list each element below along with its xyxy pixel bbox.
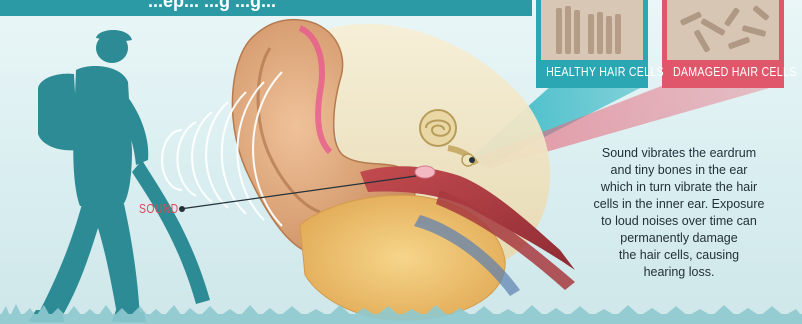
description-line: which in turn vibrate the hair: [560, 179, 798, 196]
description-line: the hair cells, causing: [560, 247, 798, 264]
description: Sound vibrates the eardrum and tiny bone…: [560, 145, 798, 281]
healthy-hair-cells-caption: HEALTHY HAIR CELLS: [546, 64, 638, 79]
description-line: cells in the inner ear. Exposure: [560, 196, 798, 213]
cochlea-pointer-dot: [469, 157, 475, 163]
description-line: and tiny bones in the ear: [560, 162, 798, 179]
description-line: hearing loss.: [560, 264, 798, 281]
sound-label: SOUND: [139, 201, 179, 216]
description-line: permanently damage: [560, 230, 798, 247]
eardrum: [415, 166, 435, 178]
sound-pointer-dot: [179, 206, 185, 212]
damaged-hair-cells-caption: DAMAGED HAIR CELLS: [673, 64, 773, 79]
worker-silhouette-icon: [28, 30, 210, 322]
description-line: to loud noises over time can: [560, 213, 798, 230]
description-line: Sound vibrates the eardrum: [560, 145, 798, 162]
